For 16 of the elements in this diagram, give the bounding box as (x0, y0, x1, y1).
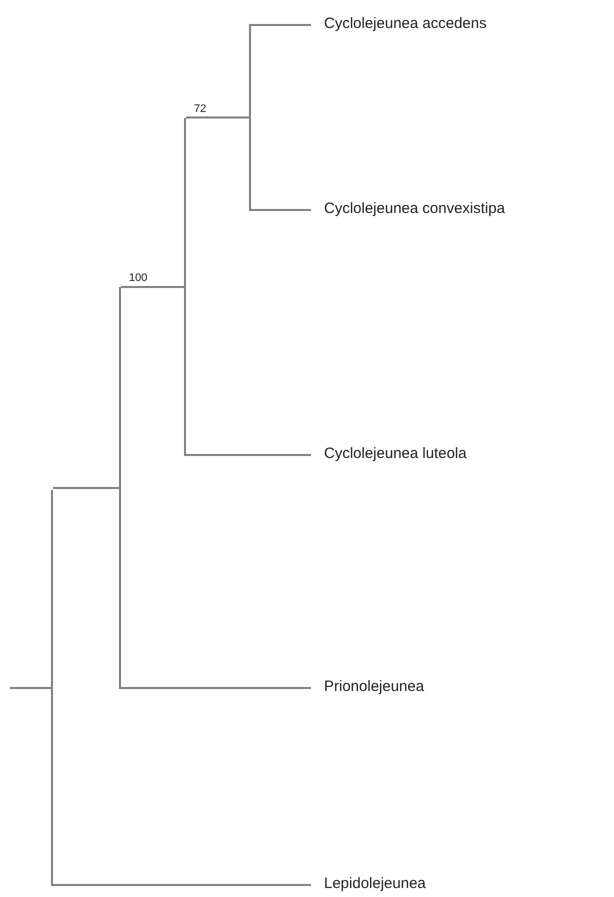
tree-branch (121, 687, 311, 689)
tree-branch (53, 487, 119, 489)
support-value: 72 (192, 102, 208, 114)
taxon-label: Lepidolejeunea (311, 875, 426, 893)
support-value: 100 (127, 272, 150, 284)
taxon-label: Cyclolejeunea convexistipa (311, 200, 505, 218)
tree-branch (121, 286, 184, 288)
tree-branch (186, 454, 311, 456)
tree-branch (251, 209, 311, 211)
taxon-label: Cyclolejeunea luteola (311, 445, 467, 463)
taxon-label: Prionolejeunea (311, 678, 424, 696)
tree-branch (251, 24, 311, 26)
taxon-label: Cyclolejeunea accedens (311, 15, 487, 33)
tree-branch (10, 687, 51, 689)
tree-branch (53, 884, 311, 886)
tree-branch (186, 116, 249, 118)
